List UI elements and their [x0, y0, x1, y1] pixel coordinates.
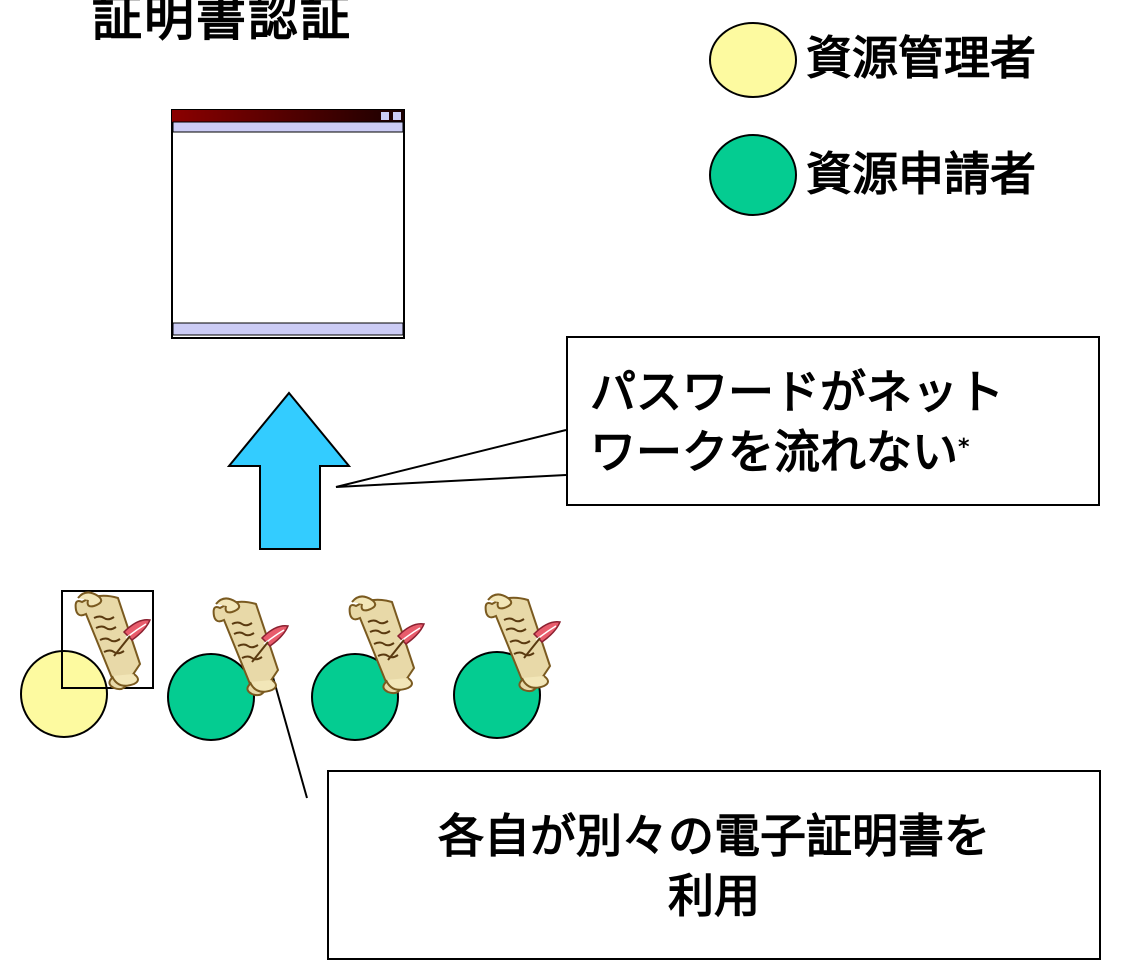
- user-requester-3: [453, 593, 561, 739]
- window-titlebar: [172, 110, 404, 122]
- callout-cert: 各自が別々の電子証明書を 利用: [327, 770, 1101, 960]
- upload-arrow-icon: [226, 391, 352, 550]
- legend-admin-label: 資源管理者: [806, 31, 1036, 85]
- callout-network-line1: パスワードがネット: [590, 365, 1004, 419]
- user-requester-1: [167, 597, 289, 741]
- user-admin: [20, 590, 154, 738]
- user-requester-2: [311, 595, 425, 741]
- callout-cert-line2: 利用: [668, 869, 760, 923]
- footnote-mark: *: [958, 435, 970, 460]
- callout-network-pointer: [335, 429, 567, 488]
- page-title: 証明書認証: [92, 0, 352, 47]
- legend-requester-swatch: [709, 134, 797, 216]
- legend-admin-swatch: [709, 22, 797, 98]
- callout-cert-line1: 各自が別々の電子証明書を: [438, 809, 990, 863]
- callout-network: パスワードがネット ワークを流れない*: [566, 336, 1100, 506]
- browser-window-icon: [171, 109, 405, 339]
- legend-requester-label: 資源申請者: [806, 147, 1036, 201]
- callout-network-line2: ワークを流れない: [590, 425, 958, 479]
